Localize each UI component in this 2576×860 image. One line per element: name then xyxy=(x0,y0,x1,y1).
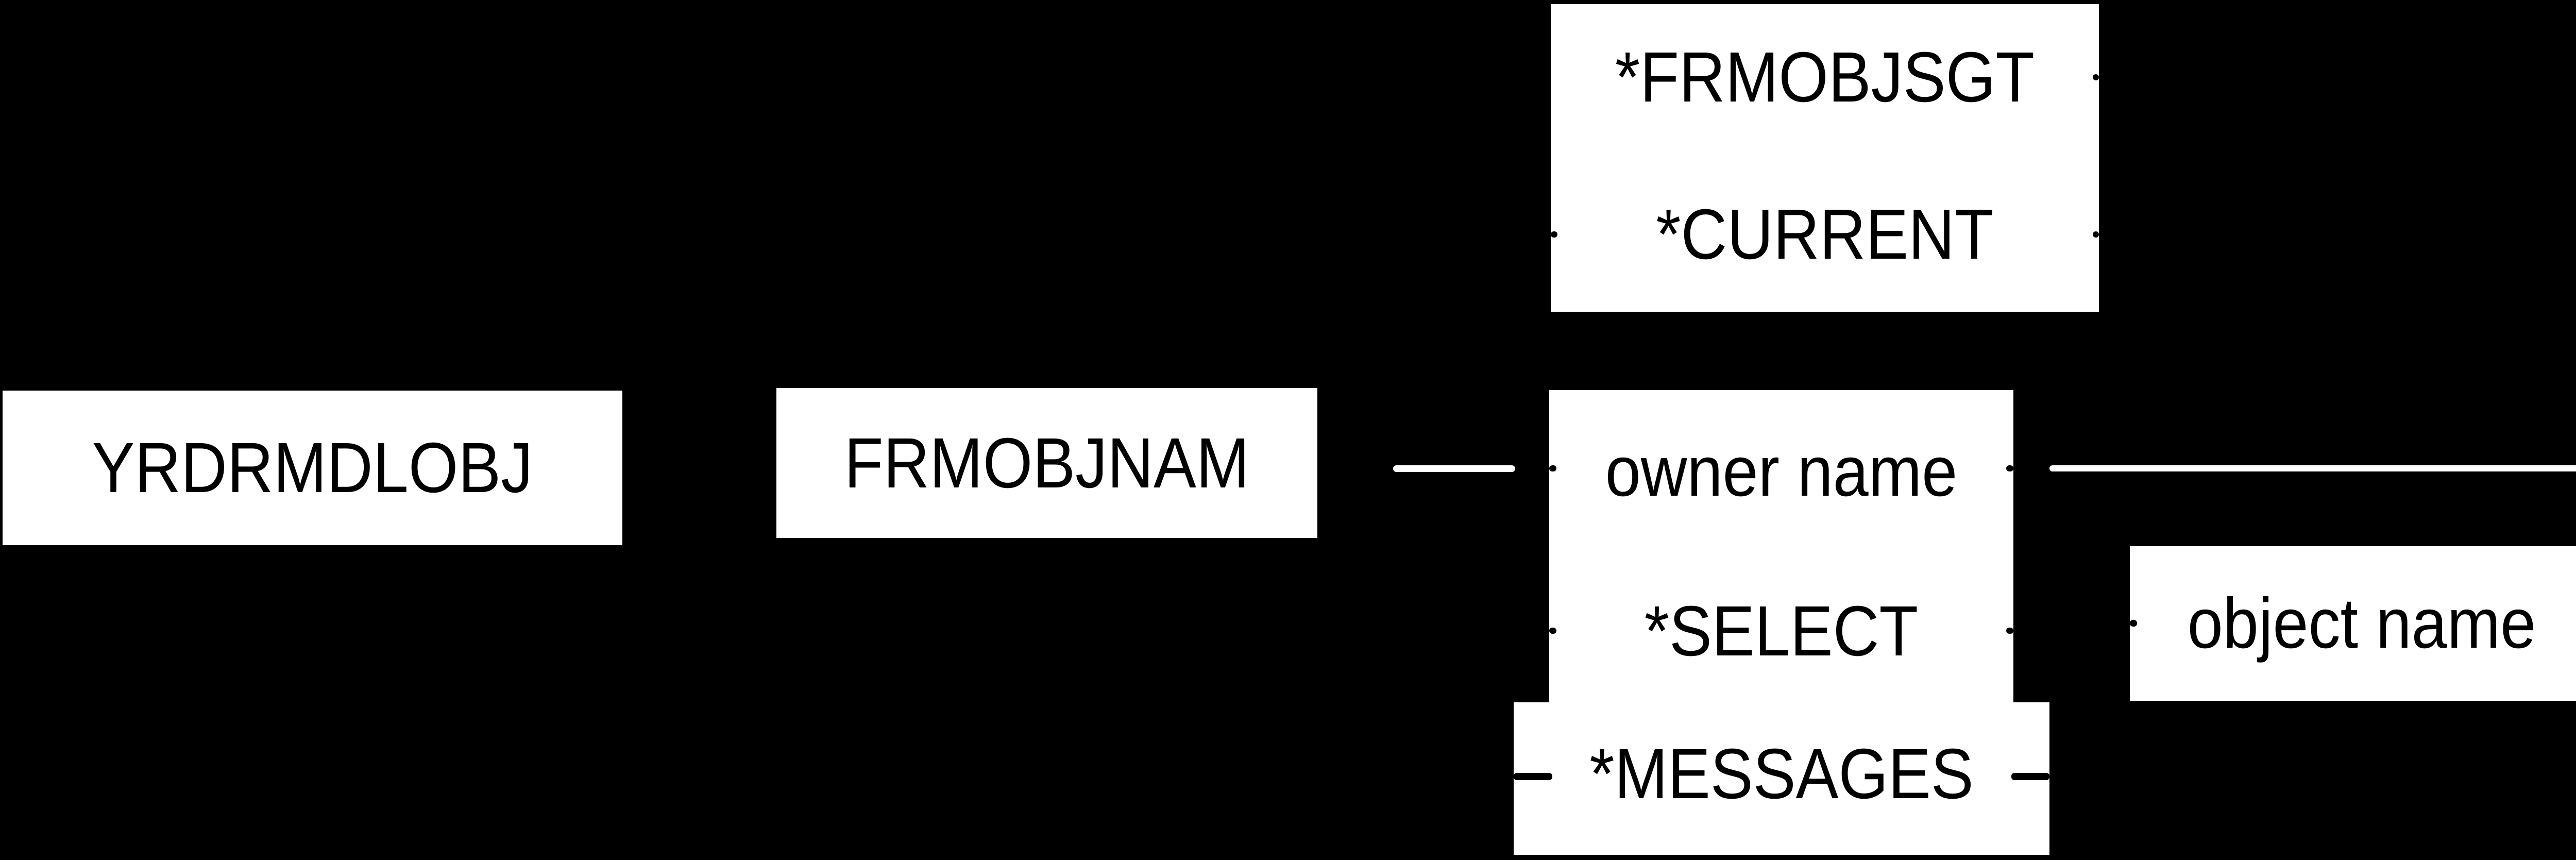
command-name-label: YRDRMDLOBJ xyxy=(92,428,533,508)
line-stub-notch xyxy=(1549,628,1556,634)
line-stub-notch xyxy=(1551,231,1557,238)
line-stub-notch xyxy=(2130,620,2137,627)
option-select-label: *SELECT xyxy=(1644,592,1919,671)
parameter-keyword-label: FRMOBJNAM xyxy=(844,424,1250,503)
line-stub-notch xyxy=(1514,773,1552,780)
object-name-label: object name xyxy=(2187,584,2536,663)
line-stub-notch xyxy=(2093,74,2099,80)
command-name-box: YRDRMDLOBJ xyxy=(3,391,622,545)
rail-main-line xyxy=(2049,465,2576,471)
line-stub-notch xyxy=(2011,773,2049,780)
parameter-keyword-box: FRMOBJNAM xyxy=(776,388,1317,538)
line-stub-notch xyxy=(1549,465,1556,471)
object-name-box: object name xyxy=(2130,546,2576,701)
line-stub-notch xyxy=(2093,231,2099,238)
option-frmobjsgt-label: *FRMOBJSGT xyxy=(1615,38,2035,117)
option-owner-name-label: owner name xyxy=(1605,432,1958,511)
line-stub-notch xyxy=(2006,628,2013,634)
rail-dash-segment xyxy=(1393,465,1515,472)
messages-option-box: *MESSAGES xyxy=(1514,702,2049,855)
line-stub-notch xyxy=(2006,465,2013,471)
owner-options-box: owner name *SELECT xyxy=(1549,390,2013,702)
upper-options-box: *FRMOBJSGT *CURRENT xyxy=(1551,4,2099,312)
option-current-label: *CURRENT xyxy=(1656,195,1994,274)
option-messages-label: *MESSAGES xyxy=(1589,734,1974,814)
